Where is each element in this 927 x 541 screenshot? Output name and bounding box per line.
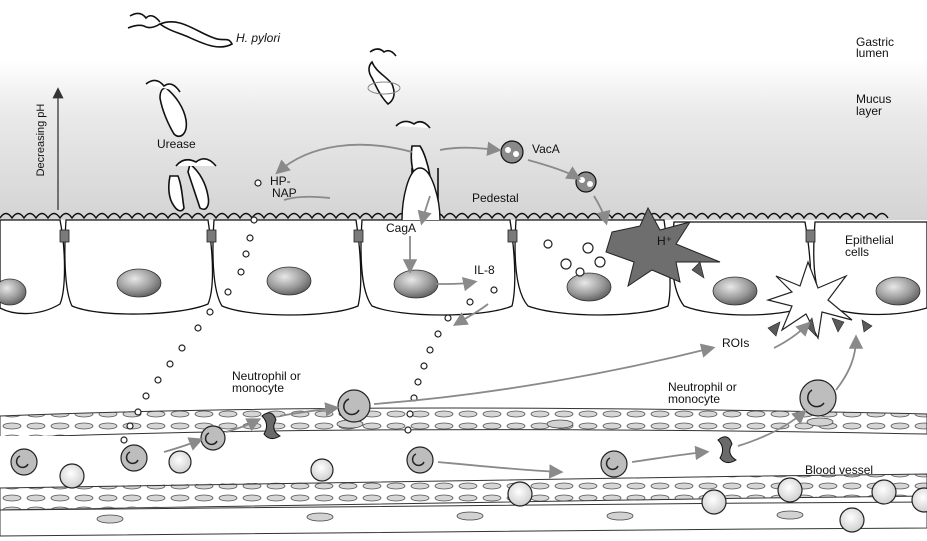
label-decreasing-ph: Decreasing pH xyxy=(35,95,47,185)
label-rois: ROIs xyxy=(722,337,749,349)
label-epithelial-cells-2: cells xyxy=(845,247,869,258)
label-hp-nap-2: NAP xyxy=(272,187,297,199)
mucus-layer xyxy=(0,60,927,220)
label-mucus-layer-2: layer xyxy=(856,106,882,117)
label-blood-vessel: Blood vessel xyxy=(805,464,873,476)
label-neutrophil-2b: monocyte xyxy=(668,393,720,405)
label-vaca: VacA xyxy=(532,143,560,155)
label-pedestal: Pedestal xyxy=(472,192,519,204)
label-h-pylori: H. pylori xyxy=(236,32,280,44)
label-urease: Urease xyxy=(157,138,196,150)
label-caga: CagA xyxy=(386,222,416,234)
label-h-plus: H⁺ xyxy=(657,235,672,247)
blood-vessel xyxy=(0,408,927,536)
label-il8: IL-8 xyxy=(474,264,495,276)
label-neutrophil-1b: monocyte xyxy=(232,382,284,394)
label-gastric-lumen-2: lumen xyxy=(856,48,889,59)
